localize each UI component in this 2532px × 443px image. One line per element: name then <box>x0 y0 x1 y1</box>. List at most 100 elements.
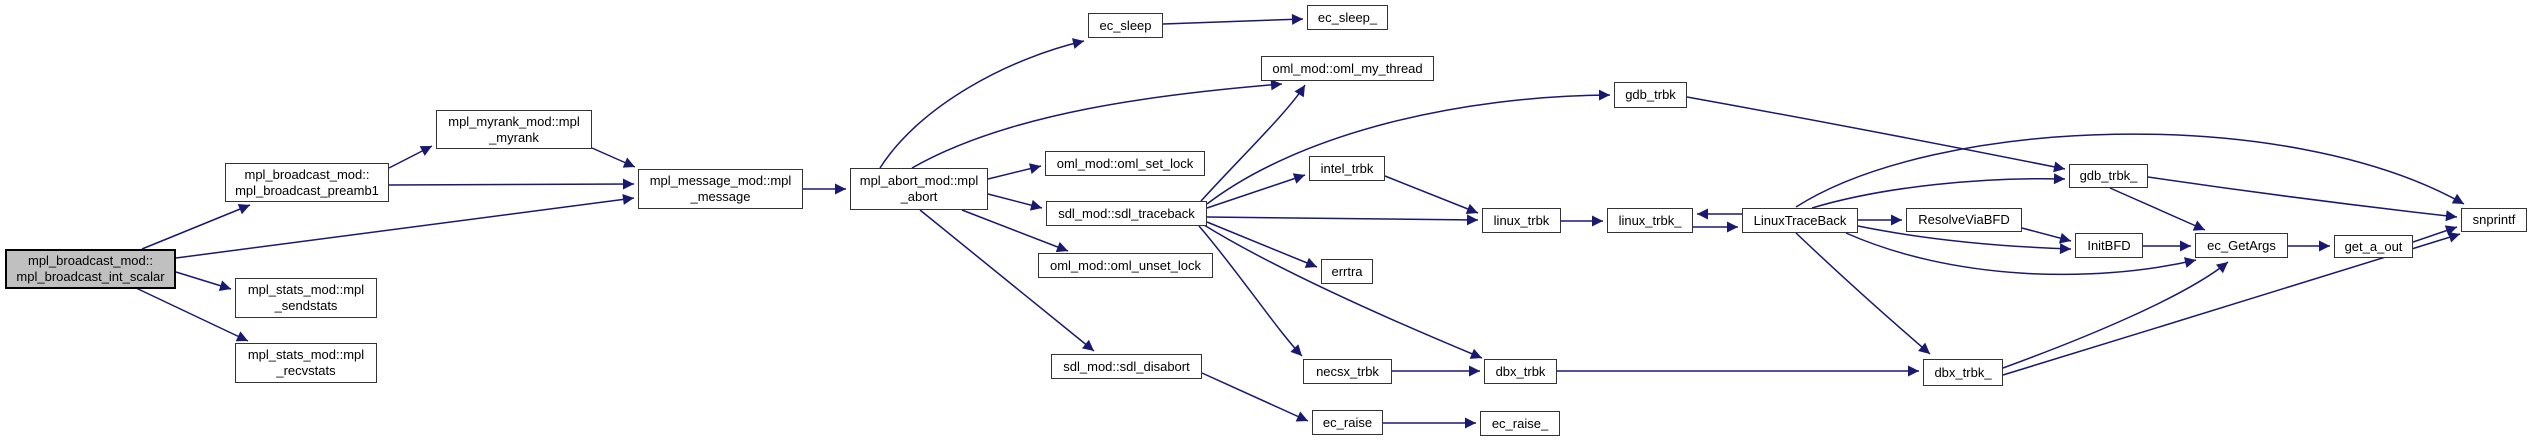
edge-sdl_traceback-to-necsx_trbk <box>1198 225 1303 357</box>
node-label: InitBFD <box>2087 237 2131 253</box>
edge-sdl_traceback-to-dbx_trbk <box>1203 224 1483 359</box>
node-label: ec_sleep <box>1099 17 1152 33</box>
node-snprintf[interactable]: snprintf <box>2461 208 2527 232</box>
node-label: intel_trbk <box>1320 160 1374 176</box>
node-label: get_a_out <box>2344 238 2403 254</box>
edge-LinuxTraceBack-to-InitBFD <box>1857 225 2072 255</box>
node-label: mpl_stats_mod::mpl <box>247 282 365 298</box>
node-label: mpl_broadcast_mod:: <box>244 166 370 182</box>
edge-gdb_trbk_-to-snprintf <box>2147 176 2458 222</box>
node-ec_GetArgs[interactable]: ec_GetArgs <box>2195 233 2288 258</box>
node-ResolveViaBFD[interactable]: ResolveViaBFD <box>1906 208 2022 232</box>
node-label: _recvstats <box>276 363 336 378</box>
node-label: ResolveViaBFD <box>1918 212 2010 228</box>
node-ec_raise[interactable]: ec_raise <box>1312 410 1383 435</box>
node-label: linux_trbk_ <box>1618 212 1682 228</box>
node-mpl_abort[interactable]: mpl_abort_mod::mpl_abort <box>850 168 988 210</box>
node-linux_trbk_[interactable]: linux_trbk_ <box>1607 208 1693 233</box>
edge-mpl_myrank-to-mpl_message <box>591 147 636 168</box>
node-get_a_out[interactable]: get_a_out <box>2334 235 2413 258</box>
node-dbx_trbk[interactable]: dbx_trbk <box>1484 359 1557 384</box>
edge-sdl_traceback-to-oml_my_thread <box>1200 84 1306 202</box>
node-label: mpl_myrank_mod::mpl <box>448 113 580 129</box>
node-necsx_trbk[interactable]: necsx_trbk <box>1303 359 1392 384</box>
node-oml_set_lock[interactable]: oml_mod::oml_set_lock <box>1045 151 1205 176</box>
node-mpl_broadcast_preamb1[interactable]: mpl_broadcast_mod::mpl_broadcast_preamb1 <box>225 163 389 202</box>
node-label: snprintf <box>2472 212 2516 228</box>
node-label: necsx_trbk <box>1316 363 1379 379</box>
node-label: linux_trbk <box>1493 212 1550 228</box>
node-label: oml_mod::oml_my_thread <box>1272 60 1423 76</box>
edge-mpl_abort-to-sdl_disabort <box>919 209 1095 352</box>
node-label: ec_sleep_ <box>1317 9 1378 25</box>
node-label: errtra <box>1331 263 1363 279</box>
node-label: oml_mod::oml_set_lock <box>1056 155 1194 171</box>
node-mpl_message[interactable]: mpl_message_mod::mpl_message <box>638 169 803 209</box>
node-label: dbx_trbk_ <box>1934 364 1992 380</box>
edge-LinuxTraceBack-to-ec_GetArgs <box>1845 232 2197 276</box>
edge-sdl_traceback-to-gdb_trbk <box>1206 89 1611 205</box>
node-oml_my_thread[interactable]: oml_mod::oml_my_thread <box>1261 56 1434 81</box>
node-label: _sendstats <box>274 298 338 313</box>
node-label: dbx_trbk <box>1495 363 1546 379</box>
node-linux_trbk[interactable]: linux_trbk <box>1482 208 1561 233</box>
node-label: LinuxTraceBack <box>1753 212 1847 228</box>
node-mpl_broadcast_int_scalar[interactable]: mpl_broadcast_mod::mpl_broadcast_int_sca… <box>5 249 176 289</box>
node-label: ec_raise <box>1322 414 1373 430</box>
node-label: _abort <box>900 189 938 204</box>
edge-mpl_broadcast_int_scalar-to-mpl_message <box>175 193 635 259</box>
node-label: ec_raise_ <box>1491 415 1549 431</box>
node-mpl_myrank[interactable]: mpl_myrank_mod::mpl_myrank <box>436 110 592 149</box>
edge-sdl_traceback-to-intel_trbk <box>1206 173 1306 209</box>
node-ec_sleep_[interactable]: ec_sleep_ <box>1307 5 1388 30</box>
node-gdb_trbk[interactable]: gdb_trbk <box>1614 82 1687 108</box>
node-dbx_trbk_[interactable]: dbx_trbk_ <box>1923 359 2003 386</box>
node-label: gdb_trbk <box>1625 87 1676 103</box>
node-gdb_trbk_[interactable]: gdb_trbk_ <box>2069 164 2148 188</box>
node-mpl_recvstats[interactable]: mpl_stats_mod::mpl_recvstats <box>235 343 377 383</box>
edge-mpl_broadcast_int_scalar-to-mpl_recvstats <box>135 287 249 342</box>
edge-mpl_abort-to-oml_set_lock <box>987 163 1042 180</box>
node-errtra[interactable]: errtra <box>1321 259 1373 284</box>
node-label: sdl_mod::sdl_traceback <box>1058 205 1195 221</box>
node-LinuxTraceBack[interactable]: LinuxTraceBack <box>1742 208 1858 233</box>
edge-dbx_trbk_-to-ec_GetArgs <box>2002 261 2229 369</box>
edge-LinuxTraceBack-to-snprintf <box>1795 133 2465 208</box>
edge-mpl_abort-to-oml_my_thread <box>911 79 1283 169</box>
edge-sdl_traceback-to-errtra <box>1206 221 1318 268</box>
node-label: mpl_broadcast_mod:: <box>27 253 153 269</box>
node-label: mpl_broadcast_preamb1 <box>235 182 379 198</box>
node-sdl_disabort[interactable]: sdl_mod::sdl_disabort <box>1051 354 1202 379</box>
edge-intel_trbk-to-linux_trbk <box>1384 175 1479 215</box>
node-label: sdl_mod::sdl_disabort <box>1063 358 1190 374</box>
node-label: _message <box>690 189 751 204</box>
edge-mpl_broadcast_int_scalar-to-mpl_sendstats <box>175 271 232 292</box>
node-label: _myrank <box>489 129 539 145</box>
node-label: mpl_stats_mod::mpl <box>247 347 365 363</box>
node-ec_raise_[interactable]: ec_raise_ <box>1480 411 1560 436</box>
node-mpl_sendstats[interactable]: mpl_stats_mod::mpl_sendstats <box>235 278 377 318</box>
node-label: ec_GetArgs <box>2207 237 2276 253</box>
edge-mpl_broadcast_preamb1-to-mpl_message <box>388 178 635 190</box>
node-ec_sleep[interactable]: ec_sleep <box>1088 13 1163 38</box>
edge-get_a_out-to-snprintf <box>2412 225 2458 243</box>
node-label: mpl_message_mod::mpl <box>649 173 792 189</box>
node-label: mpl_abort_mod::mpl <box>859 173 979 189</box>
node-oml_unset_lock[interactable]: oml_mod::oml_unset_lock <box>1038 253 1213 278</box>
node-intel_trbk[interactable]: intel_trbk <box>1309 156 1385 181</box>
edge-gdb_trbk-to-gdb_trbk_ <box>1686 96 2066 173</box>
edge-mpl_abort-to-ec_sleep <box>879 38 1085 169</box>
edge-ResolveViaBFD-to-InitBFD <box>2021 227 2072 244</box>
edge-ec_sleep-to-ec_sleep_ <box>1162 13 1304 25</box>
node-label: oml_mod::oml_unset_lock <box>1049 257 1202 273</box>
node-label: gdb_trbk_ <box>2079 168 2138 184</box>
node-sdl_traceback[interactable]: sdl_mod::sdl_traceback <box>1046 201 1207 226</box>
edge-mpl_abort-to-oml_unset_lock <box>961 209 1069 253</box>
node-label: mpl_broadcast_int_scalar <box>16 269 165 284</box>
edge-LinuxTraceBack-to-dbx_trbk_ <box>1795 232 1931 355</box>
edge-LinuxTraceBack-to-gdb_trbk_ <box>1811 173 2066 209</box>
edge-sdl_disabort-to-ec_raise <box>1201 372 1309 422</box>
edge-mpl_broadcast_preamb1-to-mpl_myrank <box>388 145 433 169</box>
node-InitBFD[interactable]: InitBFD <box>2075 233 2143 258</box>
